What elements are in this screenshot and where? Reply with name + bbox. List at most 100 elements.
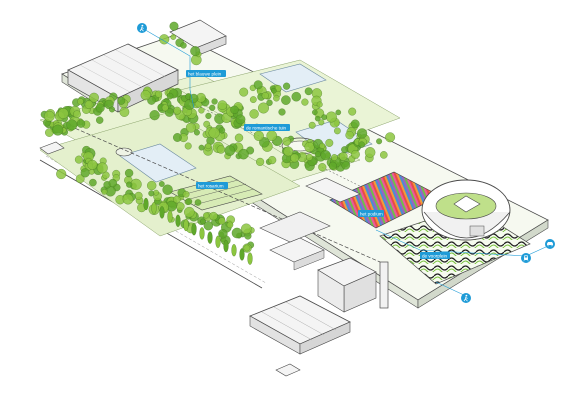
tree xyxy=(170,34,177,40)
tree xyxy=(183,218,189,232)
tree xyxy=(169,21,179,31)
tree xyxy=(193,129,200,136)
tree xyxy=(191,223,197,236)
tree xyxy=(73,110,81,119)
tree xyxy=(268,156,277,165)
tree xyxy=(184,206,195,218)
tree xyxy=(89,178,97,187)
label-blauwe-plein[interactable]: het blauwe plein xyxy=(186,70,226,77)
tree xyxy=(304,141,315,153)
pedestrian-icon[interactable] xyxy=(461,293,471,303)
label-voorplein[interactable]: de voorplein xyxy=(420,252,450,259)
tree xyxy=(96,162,108,174)
tree xyxy=(205,112,212,119)
tree xyxy=(247,252,253,265)
tree xyxy=(57,108,69,119)
tree xyxy=(325,111,337,123)
label-romantische-tuin-text: de romantische tuin xyxy=(246,126,287,131)
tree xyxy=(108,178,117,188)
tree xyxy=(348,107,357,116)
tree xyxy=(175,214,181,227)
tree xyxy=(376,138,383,145)
ponds xyxy=(115,63,373,183)
tree xyxy=(95,103,105,113)
tree xyxy=(341,146,348,153)
tree xyxy=(173,106,182,115)
tree xyxy=(282,137,292,146)
tree xyxy=(52,124,64,136)
tree xyxy=(341,161,351,170)
trees xyxy=(40,21,396,265)
tree xyxy=(218,229,228,239)
tree xyxy=(182,190,190,198)
tree xyxy=(234,133,244,142)
small-buildings xyxy=(39,19,227,155)
tree xyxy=(314,151,321,158)
tree xyxy=(321,114,328,121)
tree xyxy=(314,115,321,122)
car-icon[interactable] xyxy=(545,239,555,249)
tree xyxy=(318,163,327,172)
tree xyxy=(258,102,269,114)
tree xyxy=(88,168,95,175)
tree xyxy=(101,188,108,195)
tree xyxy=(308,121,316,129)
tree xyxy=(335,109,342,116)
tree xyxy=(209,211,218,221)
tree xyxy=(153,189,159,196)
tree xyxy=(45,128,54,137)
tree xyxy=(223,239,229,253)
round-platform xyxy=(115,147,133,157)
tree xyxy=(75,174,85,184)
tree xyxy=(209,104,216,111)
tree xyxy=(158,181,165,187)
label-podium[interactable]: het podium xyxy=(358,210,384,217)
tree xyxy=(208,127,220,139)
label-romantische-tuin[interactable]: de romantische tuin xyxy=(244,124,290,131)
label-rosarium[interactable]: het rosarium xyxy=(196,182,228,189)
tree xyxy=(249,109,259,119)
tree xyxy=(194,199,202,206)
tree xyxy=(203,212,210,219)
tree xyxy=(357,128,368,139)
tree xyxy=(180,42,187,49)
tree xyxy=(109,106,115,113)
tree xyxy=(173,195,181,204)
tree xyxy=(224,145,236,156)
tree xyxy=(166,92,174,100)
tree xyxy=(218,217,226,225)
tree xyxy=(283,82,291,90)
pedestrian-icon[interactable] xyxy=(137,23,147,33)
tree xyxy=(148,190,155,197)
tram-icon[interactable] xyxy=(521,253,531,263)
tree xyxy=(124,168,134,178)
chimney xyxy=(379,261,389,309)
tree xyxy=(198,144,205,151)
label-rosarium-text: het rosarium xyxy=(198,184,224,189)
tree xyxy=(278,108,286,116)
tree xyxy=(304,87,313,96)
tree xyxy=(74,155,83,164)
canal-structure xyxy=(259,177,361,243)
tree xyxy=(185,122,196,133)
tree xyxy=(253,80,263,90)
tree xyxy=(351,150,360,159)
tree xyxy=(239,248,245,261)
tree xyxy=(198,107,205,114)
tree xyxy=(56,168,67,180)
tree xyxy=(161,104,169,112)
tree xyxy=(216,145,226,154)
tree xyxy=(281,95,291,105)
tree xyxy=(134,191,143,200)
tree xyxy=(200,218,206,225)
tree xyxy=(162,184,173,195)
label-voorplein-text: de voorplein xyxy=(422,254,447,259)
glass-dome xyxy=(421,179,511,241)
tree xyxy=(241,223,252,235)
tree xyxy=(350,119,360,129)
tree xyxy=(331,154,338,161)
label-blauwe-plein-text: het blauwe plein xyxy=(188,72,222,77)
tree xyxy=(231,227,243,239)
tree xyxy=(96,116,104,124)
